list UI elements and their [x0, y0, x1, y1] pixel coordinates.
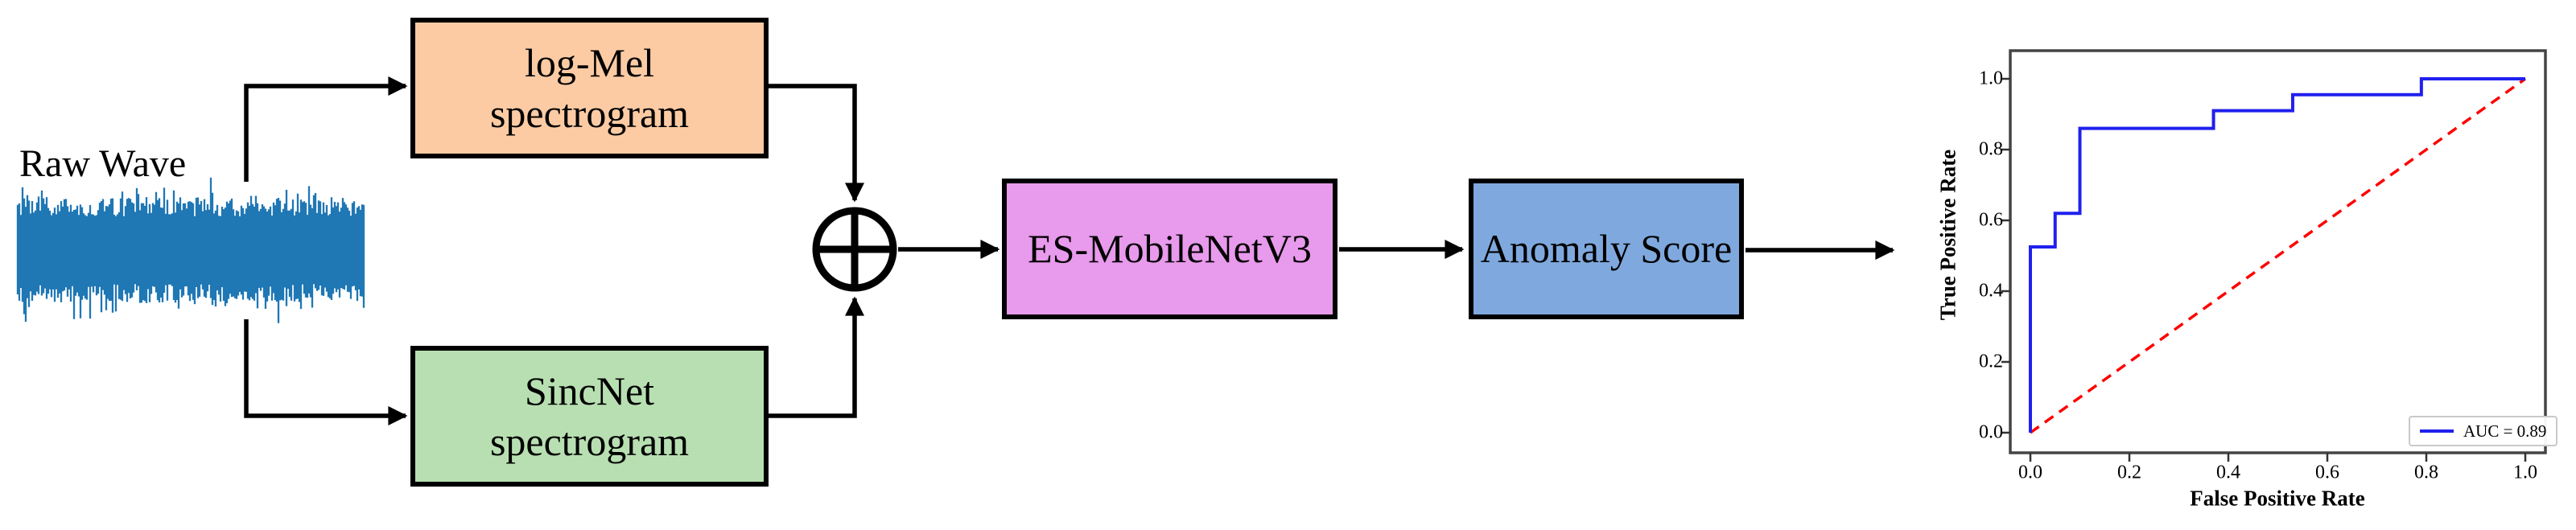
roc-plot — [2001, 49, 2547, 462]
flow-connectors — [244, 76, 1895, 425]
sincnet-label-line2: spectrogram — [489, 418, 690, 464]
es-mobilenetv3-label: ES-MobileNetV3 — [1028, 226, 1312, 272]
anomaly-score-box: Anomaly Score — [1469, 179, 1744, 319]
roc-y-tick-label: 0.0 — [1979, 421, 2003, 443]
roc-x-axis-label: False Positive Rate — [2190, 486, 2365, 511]
roc-legend: AUC = 0.89 — [2409, 416, 2558, 446]
roc-y-axis-label: True Positive Rate — [1935, 149, 1960, 321]
logmel-spectrogram-box: log-Mel spectrogram — [410, 18, 769, 158]
raw-wave-label: Raw Wave — [19, 142, 187, 185]
sincnet-label-line1: SincNet — [524, 368, 655, 413]
roc-x-tick-label: 0.8 — [2414, 462, 2438, 483]
roc-legend-label: AUC = 0.89 — [2463, 421, 2547, 441]
waveform-image — [16, 177, 365, 323]
arrow-rawwave-to-logmel — [244, 76, 408, 182]
arrow-sincnet-to-merge — [767, 296, 864, 418]
roc-y-tick-label: 0.8 — [1979, 138, 2003, 160]
roc-x-tick-label: 0.0 — [2018, 462, 2042, 483]
arrow-rawwave-to-sincnet — [244, 319, 408, 425]
logmel-label-line2: spectrogram — [489, 90, 690, 136]
roc-chance-line — [2029, 77, 2527, 434]
roc-y-tick-label: 0.6 — [1979, 209, 2003, 231]
roc-x-tick-label: 0.6 — [2315, 462, 2339, 483]
logmel-label-line1: log-Mel — [524, 40, 655, 85]
roc-x-tick-label: 0.2 — [2117, 462, 2141, 483]
roc-y-tick-label: 0.4 — [1979, 280, 2003, 302]
es-mobilenetv3-box: ES-MobileNetV3 — [1002, 179, 1337, 319]
roc-tick-marks — [2001, 77, 2527, 462]
arrow-logmel-to-merge — [767, 84, 864, 203]
circled-plus-icon — [812, 207, 897, 292]
roc-y-tick-label: 0.2 — [1979, 351, 2003, 372]
sincnet-spectrogram-box: SincNet spectrogram — [410, 346, 769, 487]
roc-y-tick-label: 1.0 — [1979, 68, 2003, 89]
roc-curve-line — [2029, 77, 2525, 433]
roc-x-tick-label: 0.4 — [2216, 462, 2240, 483]
roc-legend-line-swatch — [2420, 429, 2454, 433]
anomaly-score-label: Anomaly Score — [1480, 226, 1733, 272]
roc-axes-frame — [2009, 49, 2547, 454]
roc-x-tick-label: 1.0 — [2513, 462, 2537, 483]
